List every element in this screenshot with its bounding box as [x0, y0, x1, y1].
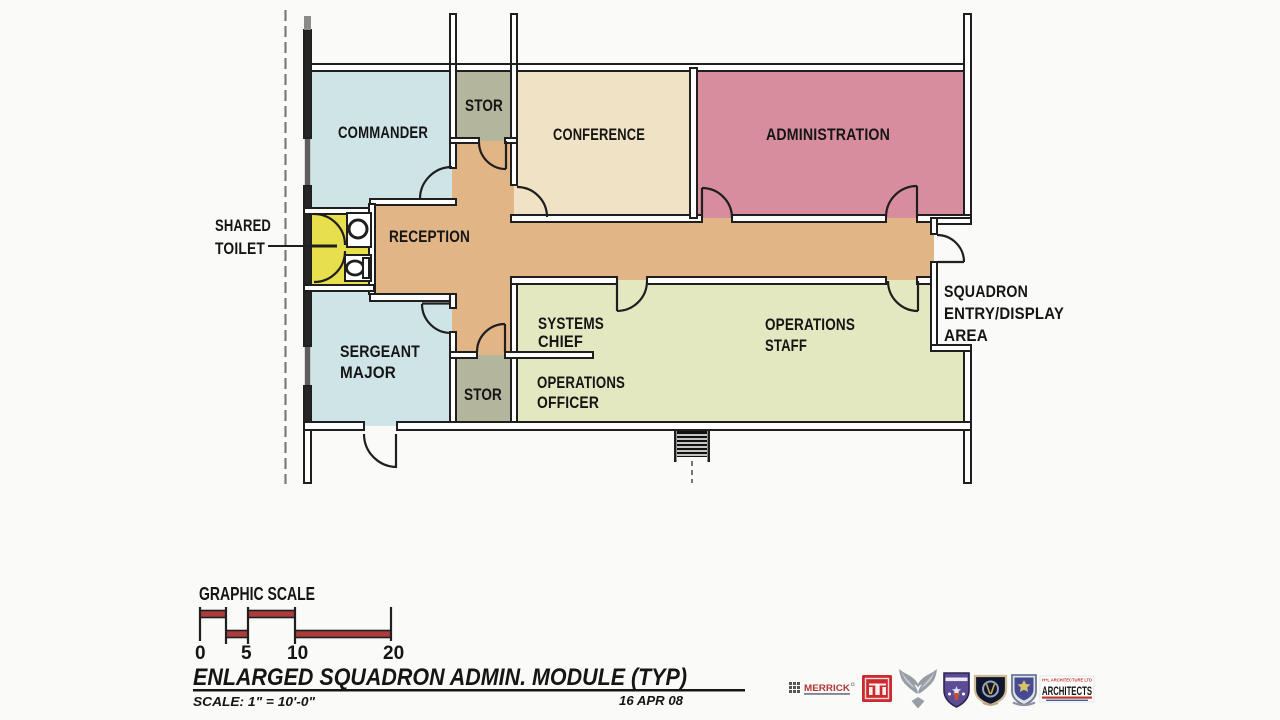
svg-text:20: 20 [383, 643, 404, 664]
svg-text:SCALE: 1" = 10'-0": SCALE: 1" = 10'-0" [193, 695, 316, 709]
svg-text:OPERATIONS: OPERATIONS [765, 315, 855, 334]
svg-text:MERRICK: MERRICK [804, 683, 850, 694]
svg-text:CONFERENCE: CONFERENCE [553, 125, 645, 144]
svg-text:CHIEF: CHIEF [538, 332, 583, 351]
svg-text:ARCHITECTS: ARCHITECTS [1042, 684, 1092, 698]
svg-text:TOILET: TOILET [215, 239, 265, 258]
svg-text:5: 5 [241, 643, 252, 664]
svg-text:STAFF: STAFF [765, 336, 807, 355]
svg-text:STOR: STOR [465, 96, 503, 115]
svg-text:COMMANDER: COMMANDER [338, 123, 428, 142]
svg-text:10: 10 [287, 643, 308, 664]
svg-text:16 APR 08: 16 APR 08 [619, 694, 683, 708]
svg-text:AREA: AREA [944, 326, 988, 345]
svg-text:OPERATIONS: OPERATIONS [537, 373, 625, 392]
svg-text:RECEPTION: RECEPTION [389, 227, 470, 246]
svg-text:ENTRY/DISPLAY: ENTRY/DISPLAY [944, 304, 1064, 323]
svg-text:SQUADRON: SQUADRON [944, 282, 1028, 301]
svg-text:ADMINISTRATION: ADMINISTRATION [766, 125, 890, 144]
svg-text:STOR: STOR [464, 385, 502, 404]
svg-text:GRAPHIC SCALE: GRAPHIC SCALE [199, 584, 315, 604]
svg-text:SYSTEMS: SYSTEMS [538, 314, 604, 333]
svg-text:OFFICER: OFFICER [537, 393, 599, 412]
svg-text:0: 0 [195, 643, 206, 664]
svg-text:H+L ARCHITECTURE LTD: H+L ARCHITECTURE LTD [1042, 678, 1093, 683]
svg-text:SERGEANT: SERGEANT [340, 342, 420, 361]
svg-text:ENLARGED SQUADRON ADMIN. MODUL: ENLARGED SQUADRON ADMIN. MODULE (TYP) [193, 664, 687, 691]
svg-text:MAJOR: MAJOR [340, 363, 396, 382]
svg-text:SHARED: SHARED [215, 216, 271, 235]
